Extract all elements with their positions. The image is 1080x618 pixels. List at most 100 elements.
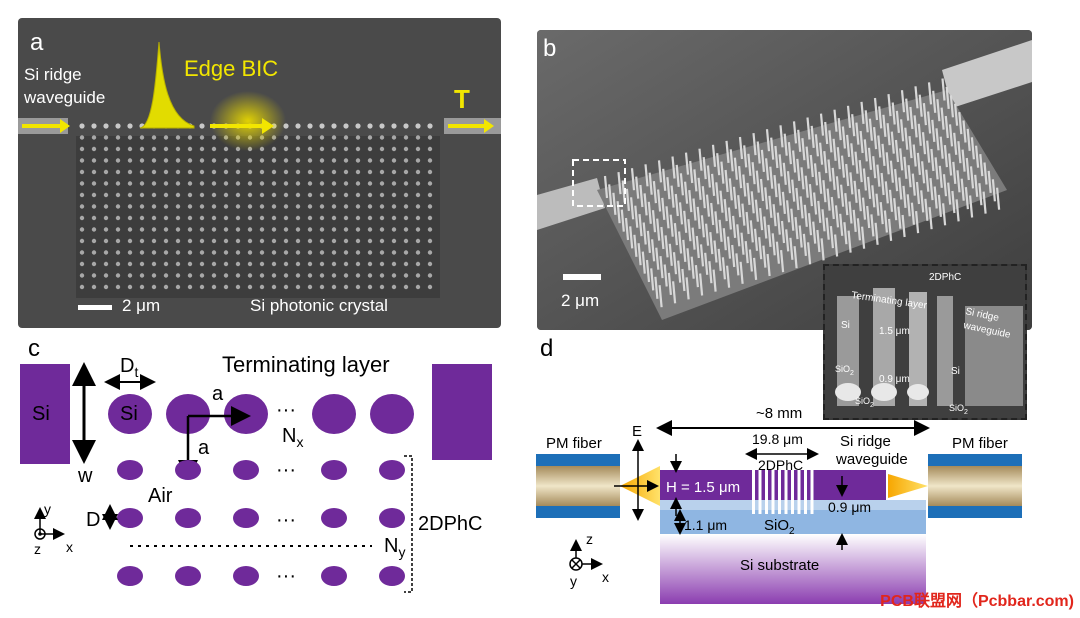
crystal-dot <box>319 146 325 152</box>
crystal-dot <box>151 204 157 209</box>
crystal-dot <box>403 169 409 175</box>
crystal-dot <box>427 123 433 129</box>
pillar <box>851 114 856 137</box>
pillar <box>694 265 699 288</box>
pillar <box>682 239 687 262</box>
pillar <box>883 210 888 233</box>
pillar <box>829 226 834 249</box>
pillar <box>663 264 668 287</box>
inset-si-right: Si <box>951 366 960 377</box>
pillar <box>942 203 947 226</box>
crystal-dot <box>343 204 349 209</box>
crystal-dot <box>295 238 301 244</box>
pillar <box>801 138 806 161</box>
crystal-dot <box>355 238 361 244</box>
crystal-dot <box>115 158 121 163</box>
crystal-dot <box>187 146 193 152</box>
crystal-dot <box>103 146 109 152</box>
pillar <box>776 212 781 235</box>
crystal-dot <box>235 181 241 186</box>
pillar <box>762 245 767 268</box>
pillar <box>652 181 657 204</box>
crystal-dot <box>247 169 253 175</box>
pillar <box>861 226 866 249</box>
crystal-dot <box>199 181 205 186</box>
crystal-dot <box>307 204 313 209</box>
crystal-dot <box>127 135 133 140</box>
pillar <box>717 248 722 271</box>
pillar <box>938 165 943 188</box>
crystal-dot <box>115 135 121 140</box>
crystal-dot <box>103 123 109 129</box>
crystal-dot <box>127 146 133 152</box>
crystal-dot <box>379 135 385 140</box>
pillar <box>670 185 675 208</box>
pillar <box>887 94 892 117</box>
crystal-dot <box>103 158 109 163</box>
zoom-region-box <box>572 159 626 207</box>
crystal-dot <box>103 250 109 255</box>
pillar <box>635 176 640 199</box>
crystal-dot <box>415 215 421 221</box>
pillar <box>934 157 939 180</box>
pillar <box>840 184 845 207</box>
crystal-dot <box>283 250 289 255</box>
crystal-dot <box>283 238 289 244</box>
pillar <box>874 222 879 245</box>
crystal-dot <box>283 146 289 152</box>
pillar <box>902 185 907 208</box>
crystal-dot <box>403 238 409 244</box>
pillar <box>667 272 672 295</box>
crystal-dot <box>79 158 85 163</box>
pillar <box>795 187 800 211</box>
pillar <box>700 215 705 238</box>
crystal-dot <box>391 261 397 267</box>
crystal-dot <box>199 123 205 129</box>
pillar <box>941 78 946 101</box>
crystal-dot <box>283 284 289 290</box>
crystal-dot <box>391 204 397 209</box>
crystal-dot <box>283 261 289 267</box>
crystal-dot <box>271 261 277 267</box>
crystal-dot <box>103 192 109 198</box>
si-circle-label: Si <box>120 403 138 425</box>
phc-ellipse <box>117 460 143 480</box>
crystal-dot <box>91 250 97 255</box>
phc-ellipse <box>233 460 259 480</box>
crystal-dot <box>175 204 181 209</box>
pillar <box>739 261 744 284</box>
crystal-dot <box>379 158 385 163</box>
pillar <box>800 167 805 190</box>
crystal-dot <box>319 123 325 129</box>
crystal-dot <box>331 215 337 221</box>
pillar <box>668 243 673 266</box>
pillar <box>683 210 688 233</box>
crystal-dot <box>319 273 325 278</box>
pillar <box>740 232 745 255</box>
crystal-dot <box>91 158 97 163</box>
dots-row1: ··· <box>276 399 296 421</box>
crystal-label: Si photonic crystal <box>250 296 388 315</box>
right-fiber-label: PM fiber <box>952 435 1008 452</box>
terminating-circle <box>370 394 414 434</box>
input-arrow-head <box>60 119 70 133</box>
pillar <box>748 249 753 272</box>
crystal-dot <box>103 204 109 209</box>
crystal-dot <box>127 273 133 278</box>
crystal-dot <box>331 284 337 290</box>
crystal-dot <box>391 215 397 221</box>
crystal-dot <box>295 146 301 152</box>
crystal-dot <box>259 227 265 232</box>
pillar <box>855 122 860 145</box>
crystal-dot <box>247 192 253 198</box>
crystal-dot <box>319 215 325 221</box>
pillar <box>677 260 682 283</box>
crystal-dot <box>355 158 361 163</box>
crystal-dot <box>367 284 373 290</box>
pillar <box>903 156 908 179</box>
left-fiber-core <box>536 466 620 506</box>
pillar <box>944 115 949 139</box>
pillar <box>630 197 635 220</box>
crystal-dot <box>139 284 145 290</box>
inset-svg: 2DPhC Terminating layer Si 1.5 μm 0.9 μm… <box>825 266 1025 418</box>
